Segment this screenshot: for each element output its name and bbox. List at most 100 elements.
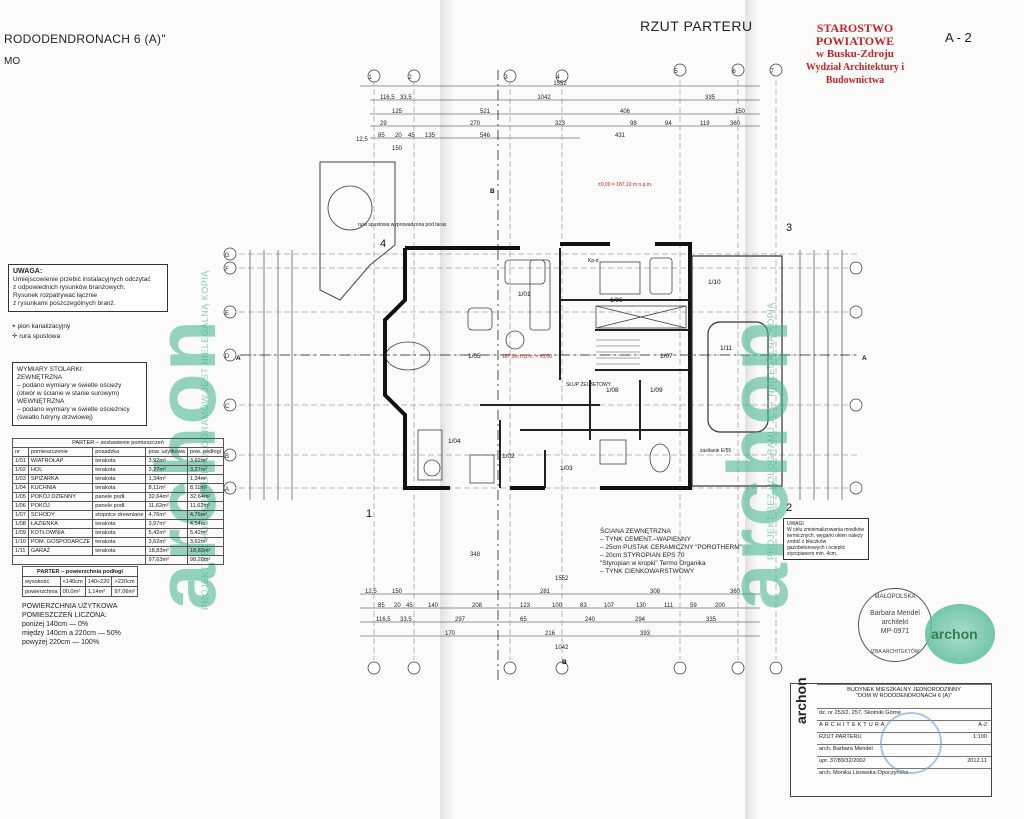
table-cell: 1,34m² xyxy=(145,474,188,484)
dimension: 12,5 xyxy=(365,589,377,595)
table-cell: 32,64m² xyxy=(145,492,188,502)
table-cell: 8,11m² xyxy=(186,483,224,493)
dimension: 119 xyxy=(700,121,710,127)
table-cell: terakota xyxy=(92,465,147,475)
dimension: 150 xyxy=(392,589,403,595)
level-note: ±0,00 = 187,10 m n.p.m. xyxy=(598,182,652,188)
table-cell: 1/04 xyxy=(12,483,29,493)
table-cell: 1/06 xyxy=(12,501,29,511)
level-note: 187,9m n.p.m. = ±0,00 xyxy=(502,354,552,360)
table-cell: SCHODY xyxy=(27,510,94,520)
table-cell: panele podł. xyxy=(92,492,147,502)
section-marker: A xyxy=(236,355,241,362)
official-stamp: STAROSTWO POWIATOWE w Busku-Zdroju Wydzi… xyxy=(780,22,930,87)
stamp-line: STAROSTWO POWIATOWE xyxy=(815,21,895,48)
table-cell: 1/10 xyxy=(12,537,29,547)
dimension: 125 xyxy=(392,109,403,115)
table-cell: terakota xyxy=(92,537,147,547)
dimension: 94 xyxy=(665,121,672,127)
table-header: >220cm xyxy=(111,576,138,587)
wall-spec: ŚCIANA ZEWNĘTRZNA – TYNK CEMENT.–WAPIENN… xyxy=(600,528,742,576)
paper-fold xyxy=(745,0,759,819)
table-header: pomieszczenie xyxy=(27,447,94,457)
note-box: UWAGA: Umiejscowienie przebić instalacyj… xyxy=(8,264,168,312)
table-cell: panele podł. xyxy=(92,501,147,511)
point-label: 3 xyxy=(786,222,792,234)
stamp-line: w Busku-Zdroju xyxy=(816,48,894,60)
dimension: 335 xyxy=(705,95,716,101)
note-line: – TYNK CIENKOWARSTWOWY xyxy=(600,568,695,575)
table-cell: POM. GOSPODARCZE xyxy=(27,537,94,547)
table-cell: 1/01 xyxy=(12,456,29,466)
axis-label: 4 xyxy=(556,75,560,81)
table-cell: 1,34m² xyxy=(186,474,224,484)
table-cell: 1/09 xyxy=(12,528,29,538)
note-subtitle: POMIESZCZEŃ LICZONA: xyxy=(22,612,107,619)
object-name: BUDYNEK MIESZKALNY JEDNORODZINNY xyxy=(847,687,961,693)
dimension: 297 xyxy=(455,617,466,623)
axis-label: 1 xyxy=(368,75,372,81)
dimension: 33,5 xyxy=(400,617,412,623)
note-title: WYMIARY STOLARKI: xyxy=(17,366,84,373)
table-cell: POKÓJ xyxy=(27,501,94,511)
room-number: 1/05 xyxy=(468,353,481,360)
table-cell: 4,76m² xyxy=(145,510,188,520)
dimension: 546 xyxy=(480,133,491,139)
table-header: pow. użytkowa xyxy=(145,447,188,457)
note-line: ZEWNĘTRZNA xyxy=(17,374,63,381)
table-cell: 3,62m² xyxy=(145,537,188,547)
table-cell: ŁAZIENKA xyxy=(27,519,94,529)
table-cell: terakota xyxy=(92,483,147,493)
dimension: 360 xyxy=(730,121,741,127)
stamp-line: Wydział Architektury i Budownictwa xyxy=(805,62,905,86)
note-line: Rysunek rozpatrywać łącznie xyxy=(13,292,98,299)
dimension: 216 xyxy=(545,631,556,637)
dimension: 135 xyxy=(425,133,436,139)
point-label: 1 xyxy=(366,508,372,520)
plan-note: Kp-d xyxy=(588,258,599,264)
dimension: 140 xyxy=(428,603,439,609)
dimension: 83 xyxy=(580,603,587,609)
dimension: 45 xyxy=(408,133,415,139)
dimension: 1552 xyxy=(555,576,569,582)
axis-label: 6 xyxy=(732,69,736,75)
hologram-brand: archon xyxy=(931,626,978,642)
table-header: 140÷220 xyxy=(84,576,113,587)
dimension: 116,5 xyxy=(376,617,391,623)
dimension: 1042 xyxy=(555,645,569,651)
section-marker: B xyxy=(490,188,495,195)
table-row: powierzchnia 00,0m² 1,14m² 97,06m² xyxy=(22,586,138,597)
table-title: PARTER – powierzchnia podłogi xyxy=(22,566,138,577)
dimension: 100 xyxy=(552,603,563,609)
dimension: 208 xyxy=(472,603,483,609)
axis-label: 7 xyxy=(770,69,774,75)
table-cell: SPIŻARKA xyxy=(27,474,94,484)
seal-chamber: IZBA ARCHITEKTÓW xyxy=(870,649,920,655)
total-floor-area: 98,20m² xyxy=(186,555,224,565)
table-cell: 1/02 xyxy=(12,465,29,475)
note-line: – TYNK CEMENT.–WAPIENNY xyxy=(600,536,692,543)
object-name-2: "DOM W RODODENDRONACH 6 (A)" xyxy=(856,693,952,699)
dimension: 12,5 xyxy=(356,137,368,143)
table-cell: stopnice drewniane xyxy=(92,510,147,520)
note-line: Umiejscowienie przebić instalacyjnych od… xyxy=(13,276,151,283)
table-cell: 8,11m² xyxy=(145,483,188,493)
dimension: 85 xyxy=(378,603,385,609)
table-cell: 11,62m² xyxy=(145,501,188,511)
table-total-row: 97,63m² 98,20m² xyxy=(11,555,224,565)
legend-label: rura spustowa xyxy=(19,333,61,340)
table-cell: 1,14m² xyxy=(84,586,113,597)
dimension: 20 xyxy=(395,133,402,139)
drawing-date: 2012.11 xyxy=(967,758,987,764)
axis-label: G xyxy=(225,253,230,259)
table-cell: KUCHNIA xyxy=(27,483,94,493)
table-title: PARTER – zestawienie pomieszczeń xyxy=(12,438,224,448)
room-number: 1/04 xyxy=(448,438,461,445)
axis-label: F xyxy=(225,267,229,273)
table-cell: terakota xyxy=(92,474,147,484)
